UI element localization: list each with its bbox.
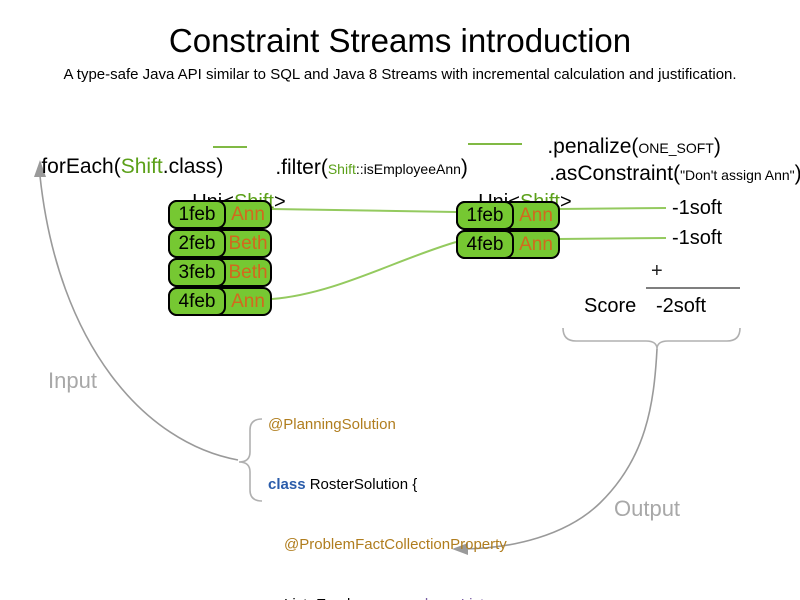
filter-method: ::isEmployeeAnn [355,161,461,177]
annotation: @ProblemFactCollectionProperty [284,536,507,553]
shift-employee-cell: Ann [226,289,270,314]
shift-date-cell: 2feb [168,229,226,258]
class-declaration: RosterSolution { [305,476,418,493]
penalty-value: -1soft [672,197,723,219]
shift-date: 4feb [466,233,504,255]
uni-post: > [273,191,286,213]
page-title: Constraint Streams introduction [168,22,632,59]
filter-post: ) [460,156,468,179]
sum-line [646,287,740,289]
foreach-pre: forEach( [41,155,121,178]
score-total: -2soft [656,295,707,317]
foreach-expression: forEach(Shift.class) [18,131,223,203]
shift-row: 1feb Ann [456,201,560,230]
code-line: List<Employee> employeeList; [268,595,518,600]
code-line: @ProblemFactCollectionProperty [268,535,518,555]
asconstraint-post: ) [795,162,800,185]
penalize-arg: ONE_SOFT [638,140,714,156]
shift-employee-cell: Ann [514,232,558,257]
shift-employee: Beth [228,232,268,254]
filter-pre: .filter( [275,156,328,179]
shift-date-cell: 3feb [168,258,226,287]
field-name: employeeList; [396,596,489,600]
asconstraint-arg: "Don't assign Ann" [680,167,795,183]
output-label: Output [614,496,681,521]
shift-row: 4feb Ann [456,230,560,259]
foreach-type: Shift [120,155,163,178]
score-brace [562,327,741,350]
shift-date-cell: 4feb [456,230,514,259]
code-brace [238,418,263,502]
annotation: @PlanningSolution [268,416,396,433]
sum-plus-sign: + [651,260,663,282]
shift-row: 1feb Ann [168,200,272,229]
connector-4feb-curve [271,241,457,300]
shift-employee: Beth [228,261,268,283]
asconstraint-pre: .asConstraint( [549,162,681,185]
filter-expression: .filter(Shift::isEmployeeAnn) [252,132,468,204]
filter-type: Shift [327,161,356,177]
shift-row: 3feb Beth [168,258,272,287]
field-type: List<Employee> [284,596,396,600]
shift-date-cell: 1feb [168,200,226,229]
shift-date: 2feb [178,232,216,254]
shift-employee: Ann [519,233,553,255]
code-line: class RosterSolution { [268,475,518,495]
shift-date: 1feb [178,203,216,225]
penalize-expression: .penalize(ONE_SOFT) [524,111,721,183]
input-label: Input [48,368,97,393]
penalize-post: ) [713,135,721,158]
shift-employee-cell: Beth [226,231,270,256]
penalize-pre: .penalize( [547,135,639,158]
penalty-value: -1soft [672,227,723,249]
keyword: class [268,476,306,493]
score-label: Score [584,295,637,317]
code-line: @PlanningSolution [268,415,518,435]
shift-date-cell: 4feb [168,287,226,316]
shift-date-cell: 1feb [456,201,514,230]
uni-post: > [559,191,572,213]
shift-row: 2feb Beth [168,229,272,258]
shift-employee: Ann [519,204,553,226]
page-subtitle: A type-safe Java API similar to SQL and … [63,66,737,83]
shift-date: 4feb [178,290,216,312]
shift-employee-cell: Ann [226,202,270,227]
shift-date: 3feb [178,261,216,283]
code-block: @PlanningSolution class RosterSolution {… [268,375,518,600]
shift-employee-cell: Ann [514,203,558,228]
shift-date: 1feb [466,204,504,226]
shift-row: 4feb Ann [168,287,272,316]
connector-penalty-2 [557,237,667,240]
shift-employee: Ann [231,290,265,312]
asconstraint-expression: .asConstraint("Don't assign Ann") [526,138,800,210]
shift-employee: Ann [231,203,265,225]
shift-employee-cell: Beth [226,260,270,285]
foreach-post: .class) [162,155,224,178]
connector-1feb-line [271,208,457,213]
